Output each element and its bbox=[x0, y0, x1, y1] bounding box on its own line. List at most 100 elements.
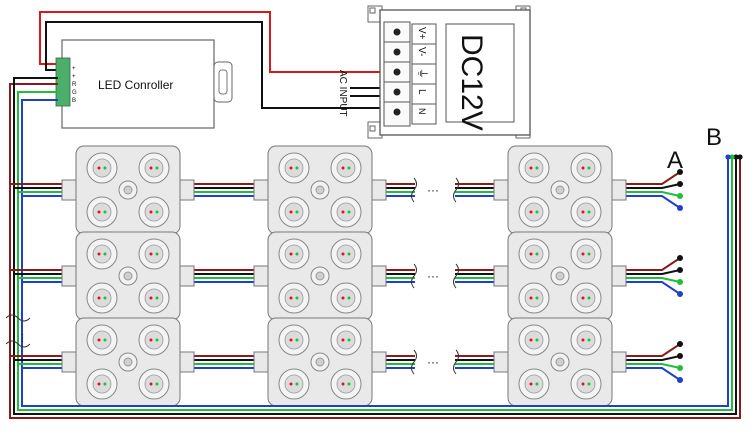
led-die-green bbox=[155, 382, 159, 386]
row-wire-end bbox=[640, 191, 681, 197]
controller-terminal-plus-2: + bbox=[72, 74, 76, 80]
led-die-green bbox=[535, 338, 539, 342]
module-tab-left bbox=[253, 351, 269, 373]
break-mark bbox=[411, 349, 417, 375]
controller-label: LED Conroller bbox=[98, 78, 173, 92]
led-die-red bbox=[581, 296, 585, 300]
wire-terminal-dot bbox=[677, 353, 683, 359]
supply-terminal-ground: ⏚ bbox=[416, 68, 429, 79]
led-die-red bbox=[341, 338, 345, 342]
led-die-green bbox=[155, 296, 159, 300]
row-wire-end bbox=[640, 343, 681, 357]
led-die-red bbox=[97, 252, 101, 256]
led-die-green bbox=[347, 210, 351, 214]
module-tab-right bbox=[371, 351, 387, 373]
module-row: ··· bbox=[10, 145, 683, 235]
led-die-green bbox=[295, 166, 299, 170]
return-terminal-dot bbox=[725, 154, 731, 160]
led-chip bbox=[524, 158, 544, 178]
ac-input-label: AC INPUT bbox=[337, 70, 348, 117]
led-die-red bbox=[97, 166, 101, 170]
led-chip bbox=[144, 244, 164, 264]
led-die-red bbox=[341, 252, 345, 256]
led-die-red bbox=[149, 382, 153, 386]
bus-gap-dots: ··· bbox=[17, 333, 28, 343]
led-die-red bbox=[97, 338, 101, 342]
wire-terminal-dot bbox=[677, 341, 683, 347]
led-die-red bbox=[529, 210, 533, 214]
break-mark bbox=[411, 177, 417, 203]
led-die-green bbox=[587, 252, 591, 256]
led-module bbox=[61, 145, 195, 235]
led-die-red bbox=[289, 296, 293, 300]
led-die-red bbox=[289, 382, 293, 386]
led-die-red bbox=[97, 210, 101, 214]
return-wire bbox=[21, 158, 729, 407]
led-die-red bbox=[97, 382, 101, 386]
power-supply: V+ V- ⏚ L N DC12V AC INPUT bbox=[337, 5, 531, 139]
wire-terminal-dot bbox=[677, 255, 683, 261]
led-die-red bbox=[581, 338, 585, 342]
supply-terminal-vplus: V+ bbox=[416, 27, 427, 40]
led-chip bbox=[336, 374, 356, 394]
led-module bbox=[493, 317, 627, 407]
led-chip bbox=[92, 158, 112, 178]
return-wire bbox=[9, 158, 741, 419]
module-screw-center bbox=[123, 271, 133, 281]
led-die-green bbox=[295, 296, 299, 300]
led-module bbox=[253, 317, 387, 407]
led-chip bbox=[576, 374, 596, 394]
wire-terminal-dot bbox=[677, 365, 683, 371]
led-module bbox=[253, 231, 387, 321]
led-chip bbox=[336, 244, 356, 264]
led-die-red bbox=[149, 210, 153, 214]
return-wire bbox=[13, 158, 737, 415]
led-die-green bbox=[103, 296, 107, 300]
led-chip bbox=[284, 244, 304, 264]
led-chip bbox=[92, 288, 112, 308]
led-module bbox=[253, 145, 387, 235]
module-screw-center bbox=[315, 271, 325, 281]
module-tab-right bbox=[611, 265, 627, 287]
row-wire-end bbox=[640, 183, 681, 189]
wire-terminal-dot bbox=[677, 377, 683, 383]
led-die-green bbox=[587, 382, 591, 386]
led-die-green bbox=[155, 252, 159, 256]
led-die-green bbox=[535, 252, 539, 256]
led-die-green bbox=[587, 166, 591, 170]
led-chip bbox=[576, 330, 596, 350]
row-wire-end bbox=[640, 363, 681, 369]
led-die-red bbox=[341, 296, 345, 300]
row-wire-end bbox=[640, 355, 681, 361]
led-chip bbox=[524, 202, 544, 222]
led-die-green bbox=[295, 252, 299, 256]
led-chip bbox=[524, 330, 544, 350]
led-die-green bbox=[347, 296, 351, 300]
supply-terminal-n: N bbox=[417, 108, 427, 115]
led-die-red bbox=[529, 166, 533, 170]
module-tab-left bbox=[61, 351, 77, 373]
led-controller: LED Conroller + + R G B bbox=[55, 39, 233, 129]
module-screw-center bbox=[123, 185, 133, 195]
wire-black-supply bbox=[45, 21, 383, 109]
led-die-green bbox=[295, 338, 299, 342]
led-die-red bbox=[149, 296, 153, 300]
led-chip bbox=[284, 202, 304, 222]
gap-dots: ··· bbox=[427, 355, 439, 369]
led-die-green bbox=[347, 252, 351, 256]
return-terminal-dot bbox=[733, 154, 739, 160]
led-chip bbox=[144, 288, 164, 308]
led-die-green bbox=[155, 166, 159, 170]
led-die-red bbox=[149, 252, 153, 256]
led-die-green bbox=[103, 338, 107, 342]
wire-terminal-dot bbox=[677, 291, 683, 297]
led-die-red bbox=[581, 210, 585, 214]
led-die-green bbox=[535, 382, 539, 386]
led-die-red bbox=[341, 166, 345, 170]
led-die-red bbox=[529, 296, 533, 300]
return-terminal-dot bbox=[729, 154, 735, 160]
led-die-red bbox=[341, 382, 345, 386]
module-tab-right bbox=[611, 179, 627, 201]
row-wire-end bbox=[640, 367, 681, 381]
